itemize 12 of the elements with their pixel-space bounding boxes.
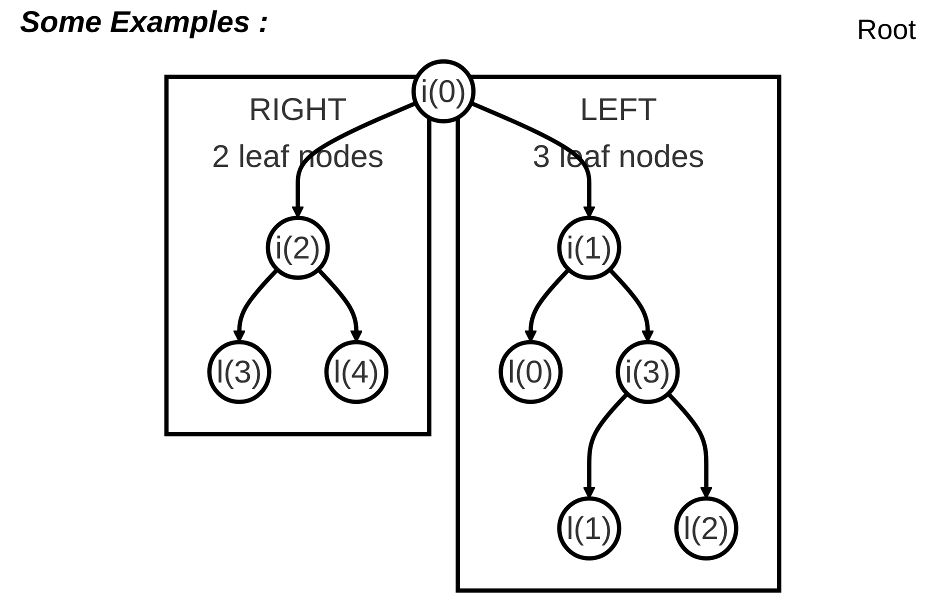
node-circle: l(3) (207, 340, 272, 404)
node-circle: i(1) (557, 216, 622, 280)
node-circle: i(2) (266, 216, 330, 280)
text-label: Root (856, 14, 916, 46)
node-circle: l(0) (498, 340, 563, 404)
arrow (470, 101, 596, 218)
diagram-title: Some Examples : (20, 6, 268, 40)
node-circle: i(3) (616, 340, 680, 404)
node-circle: i(0) (412, 59, 476, 124)
node-circle: l(2) (674, 496, 739, 560)
node-circle: l(4) (324, 340, 389, 404)
node-circle: l(1) (557, 496, 622, 560)
